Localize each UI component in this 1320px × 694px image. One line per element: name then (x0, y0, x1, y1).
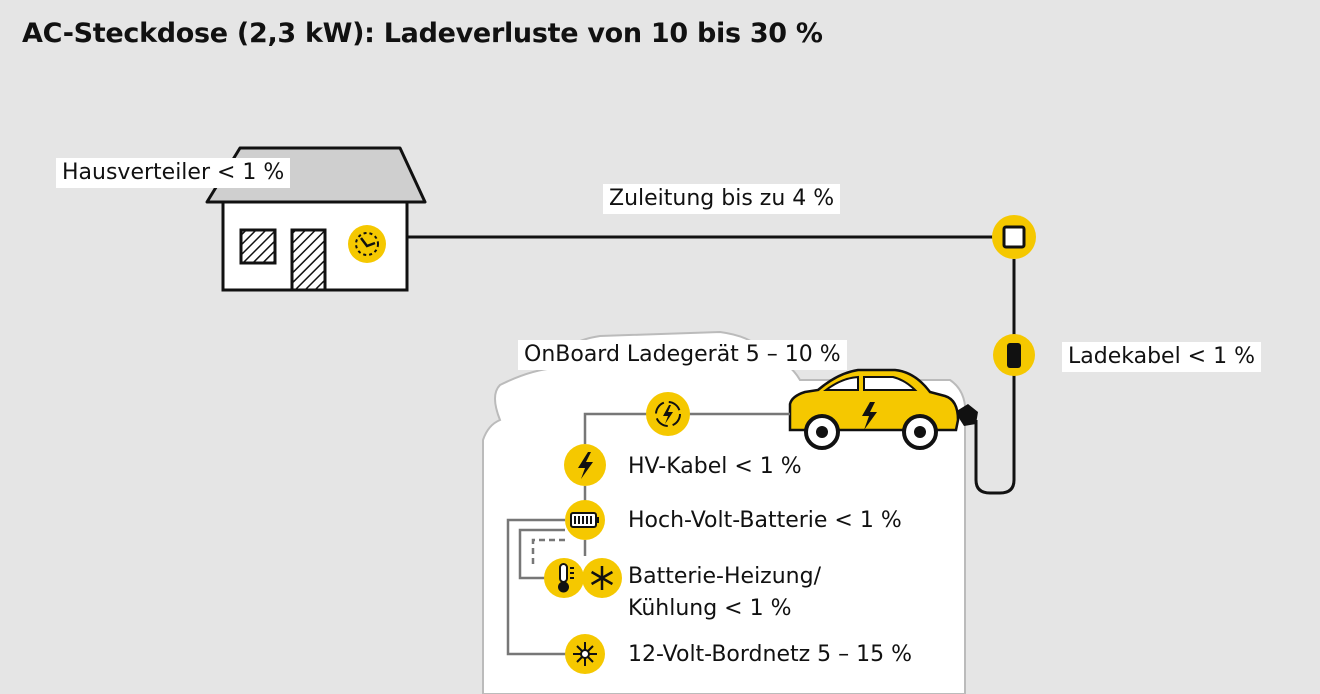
label-hv-batterie: Hoch-Volt-Batterie < 1 % (628, 508, 902, 533)
hv-cable-icon (564, 444, 606, 486)
thermometer-icon (544, 558, 584, 598)
onboard-charger-icon (646, 392, 690, 436)
window-icon (239, 228, 277, 265)
label-hausverteiler: Hausverteiler < 1 % (56, 158, 291, 188)
internal-wiring (506, 412, 790, 656)
car-plug-icon (955, 404, 978, 426)
car-icon (788, 368, 960, 450)
label-ladekabel: Ladekabel < 1 % (1062, 342, 1261, 372)
snowflake-icon (582, 558, 622, 598)
hv-battery-icon (565, 500, 605, 540)
label-bordnetz: 12-Volt-Bordnetz 5 – 15 % (628, 642, 913, 667)
label-heizung-line2: Kühlung < 1 % (628, 596, 792, 621)
door-icon (290, 228, 327, 292)
label-hv-kabel: HV-Kabel < 1 % (628, 454, 802, 479)
cable-plug-icon (993, 334, 1035, 376)
diagram-title: AC-Steckdose (2,3 kW): Ladeverluste von … (22, 18, 823, 49)
charging-cable (974, 259, 1016, 495)
label-zuleitung: Zuleitung bis zu 4 % (603, 184, 841, 214)
board-net-icon (565, 634, 605, 674)
socket-icon (992, 215, 1036, 259)
label-onboard-charger: OnBoard Ladegerät 5 – 10 % (518, 340, 847, 370)
fuse-box-icon (348, 225, 386, 263)
label-heizung-line1: Batterie-Heizung/ (628, 564, 821, 589)
